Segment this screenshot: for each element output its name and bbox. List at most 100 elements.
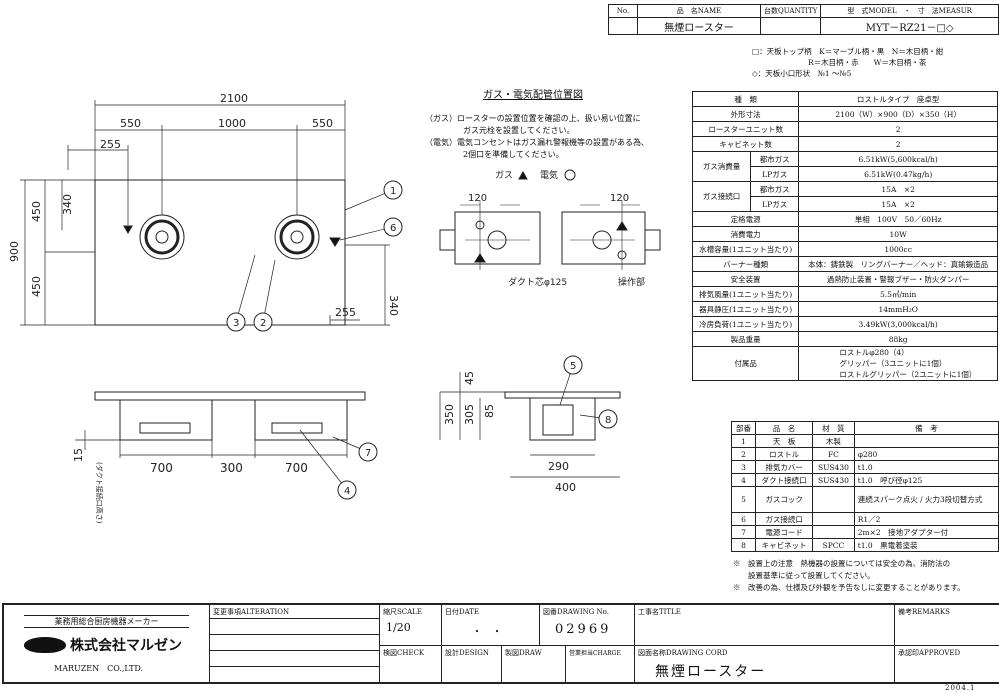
callout-number: 7 [365, 448, 371, 459]
approved-label: 承認印APPROVED [898, 649, 961, 657]
header-no: No. [608, 4, 638, 18]
dim-550-right: 550 [312, 117, 333, 130]
parts-cell: 4 [730, 473, 757, 487]
callout-circle [383, 217, 403, 237]
model-notes: □：天板トップ柄 K＝マーブル柄・黒 N＝木目柄・紺 R＝木目柄・赤 W＝木目柄… [752, 46, 943, 79]
install-notes: ※ 設置上の注意 熱機器の設置については安全の為、消防法の 設置基準に従って設置… [733, 558, 965, 594]
scale-label: 縮尺SCALE [383, 608, 422, 616]
spec-value: 15A ×2 [798, 181, 998, 197]
spec-cell: 都市ガス [750, 181, 800, 197]
top-view-outline [94, 179, 346, 326]
spec-label: 定格電源 [691, 211, 800, 227]
parts-cell: キャビネット [755, 538, 814, 552]
model-number: MYT－RZ21－□◇ [820, 17, 999, 35]
scale-value: 1/20 [386, 621, 411, 634]
revision-date: 2004.1 [945, 684, 976, 692]
remarks-label: 備考REMARKS [898, 608, 950, 616]
spec-label: 排気風量(1ユニット当たり) [691, 286, 800, 302]
drawing-no: 02969 [555, 622, 612, 637]
dim-290: 290 [548, 460, 569, 473]
callout-number: 2 [260, 318, 266, 329]
legend-electric: 電気 [540, 169, 558, 181]
parts-cell: t1.0 [853, 460, 999, 474]
parts-cell: R1／2 [853, 512, 999, 526]
dim-45: 45 [463, 371, 476, 385]
spec-value: 6.51kW(5,600kcal/h) [798, 151, 998, 167]
model-note: □：天板トップ柄 K＝マーブル柄・黒 N＝木目柄・紺 [752, 47, 944, 56]
accessory-item: グリッパー（3ユニットに1個） [839, 359, 947, 368]
install-note: ※ 改善の為、仕様及び外観を予告なしに変更することがあります。 [733, 583, 965, 592]
dim-255-bottom: 255 [335, 306, 356, 319]
parts-cell: 木製 [812, 434, 855, 448]
parts-cell: 1 [730, 434, 757, 448]
callout-leader [299, 429, 348, 491]
spec-cell: 都市ガス [750, 151, 800, 167]
dim-900: 900 [8, 241, 21, 262]
callout-circle [337, 480, 357, 500]
dim-700-right: 700 [285, 461, 308, 475]
spec-value: 5.5㎥/min [798, 286, 998, 302]
header-qty: 台数QUANTITY [759, 4, 822, 18]
dim-340-right: 340 [387, 295, 400, 316]
model-note: R＝木目柄・赤 W＝木目柄・茶 [808, 58, 927, 67]
callout-number: 6 [390, 223, 396, 234]
callout-leader [262, 259, 276, 323]
spec-row: 冷房負荷(1ユニット当たり)3.49kW(3,000kcal/h) [691, 316, 998, 332]
duct-height-note: (ダクト接続口高さ) [95, 462, 104, 524]
accessories: ロストルφ280（4）グリッパー（3ユニットに1個）ロストルグリッパー（2ユニッ… [798, 346, 998, 381]
callout-circle [598, 409, 618, 429]
product-name: 無煙ロースター [637, 17, 761, 35]
company-name: 株式会社マルゼン [70, 638, 182, 654]
parts-header: 品 名 [755, 421, 814, 435]
operation-label: 操作部 [618, 276, 645, 288]
accessory-item: ロストルグリッパー（2ユニットに1個） [839, 370, 977, 379]
spec-value: 単相 100V 50／60Hz [798, 211, 998, 227]
spec-row: 排気風量(1ユニット当たり)5.5㎥/min [691, 286, 998, 302]
note-gas: （ガス）ロースターの設置位置を確認の上、扱い易い位置に [425, 114, 641, 123]
dim-450-top: 450 [30, 201, 43, 222]
spec-label: キャビネット数 [691, 136, 800, 152]
spec-value: 6.51kW(0.47kg/h) [798, 166, 998, 182]
spec-row: バーナー種類本体：鋳鉄製 リングバーナー／ヘッド：真鍮鍛造品 [691, 256, 998, 272]
callout-circle [383, 180, 403, 200]
side-view: 45 305 350 85 290 400 [439, 371, 621, 494]
parts-cell [812, 486, 855, 513]
model-note: ◇：天板小口形状 №1 ～№5 [752, 69, 852, 78]
parts-cell: 連続スパーク点火 / 火力3段切替方式 [853, 486, 999, 513]
callout-number: 8 [605, 415, 611, 426]
callout-leader [235, 254, 256, 323]
gas-marker-icon [329, 237, 341, 247]
dim-350: 350 [443, 404, 456, 425]
gas-diagram-notes: （ガス）ロースターの設置位置を確認の上、扱い易い位置に ガス元栓を設置してくださ… [425, 113, 649, 161]
draw-label: 製図DRAW [505, 649, 542, 657]
spec-label: バーナー種類 [691, 256, 800, 272]
spec-value: 88kg [798, 331, 998, 347]
parts-cell: t1.0 黒電着塗装 [853, 538, 999, 552]
parts-cell: SUS430 [812, 473, 855, 487]
drawing-cord-label: 図面名称DRAWING CORD [638, 649, 728, 657]
alteration-block: 変更事項ALTERATION [209, 605, 380, 682]
note-gas-2: ガス元栓を設置してください。 [463, 126, 575, 135]
parts-cell: ダクト接続口 [755, 473, 814, 487]
callout-circle [253, 312, 273, 332]
title-label: 工事名TITLE [638, 608, 681, 616]
top-view: 2100 550 1000 550 255 255 900 450 450 34… [8, 92, 400, 326]
callout-circle [226, 312, 246, 332]
parts-cell [812, 512, 855, 526]
spec-cell: LPガス [750, 196, 800, 212]
dim-120: 120 [610, 193, 629, 204]
spec-value: 2 [798, 121, 998, 137]
parts-cell: 6 [730, 512, 757, 526]
dim-700-left: 700 [150, 461, 173, 475]
